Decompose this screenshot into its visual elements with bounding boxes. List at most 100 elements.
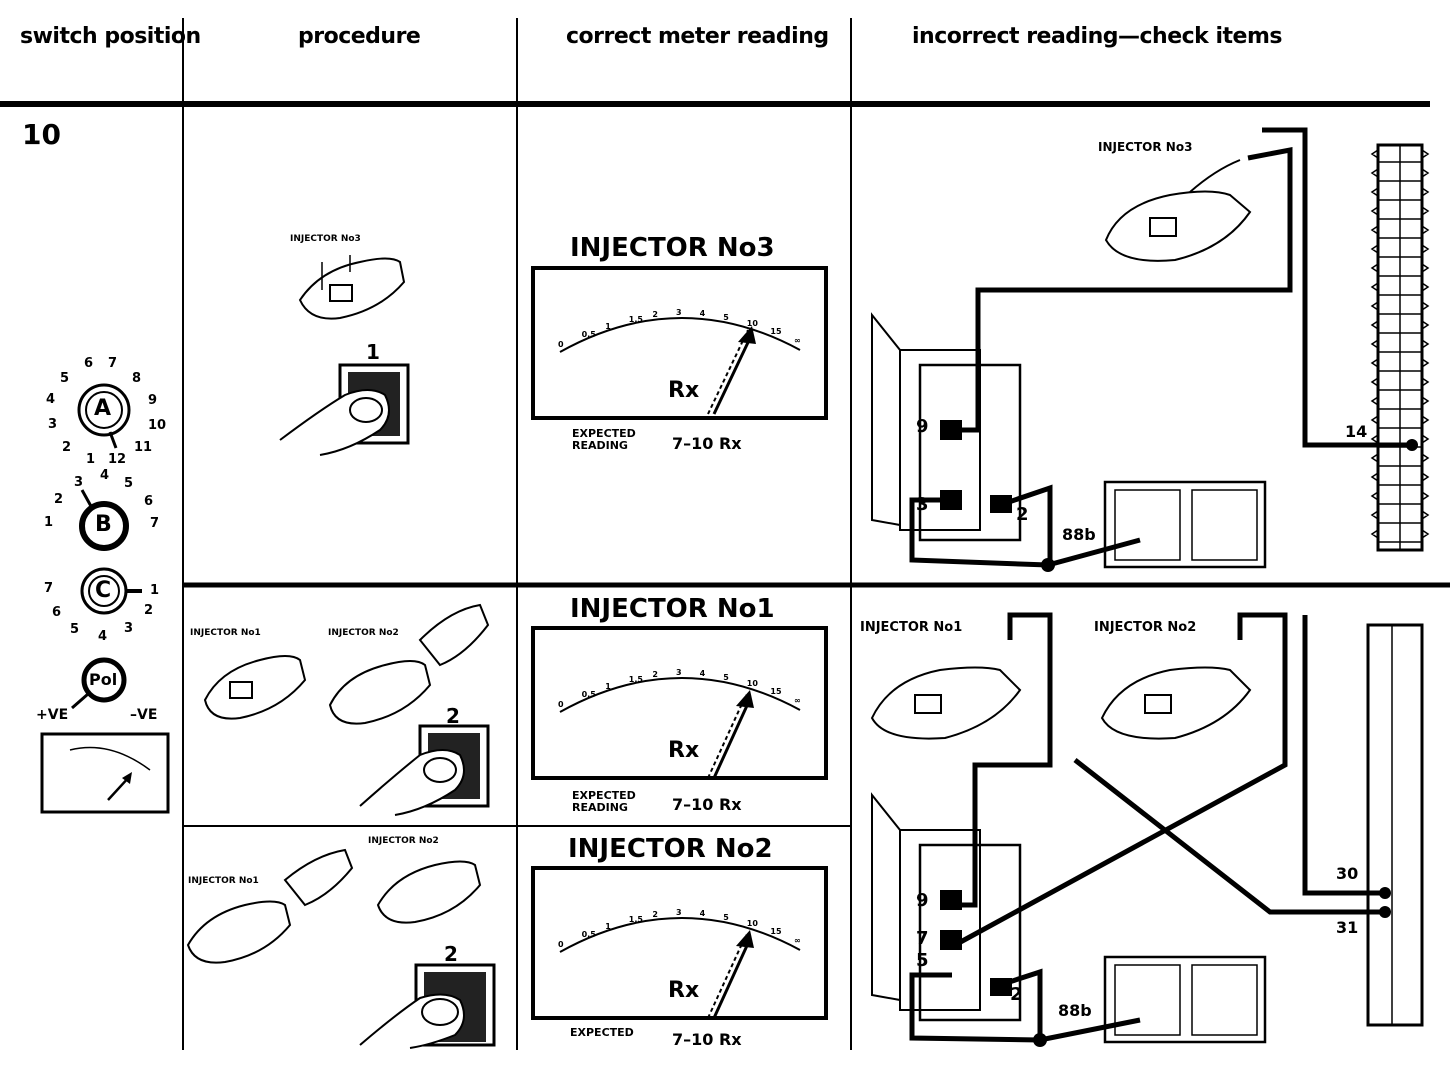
dial-b-num-5: 5: [124, 476, 134, 491]
meter-1-scale-tick: 1.5: [628, 314, 643, 324]
check-upper-pin-2: 2: [1016, 504, 1029, 525]
meter-2-value: 7–10 Rx: [672, 795, 742, 814]
check-lower-pin-9: 9: [916, 890, 929, 911]
meter-2-scale-tick: 1: [605, 681, 611, 691]
dial-a-num-1: 1: [86, 452, 96, 467]
terminal-strip-lower: [1366, 623, 1424, 1027]
injector-drawing-check-lower-a: [870, 666, 1022, 740]
injector-drawing-proc-3b: [376, 860, 482, 924]
wiring-upper: [909, 127, 1418, 572]
header-switch-position: switch position: [20, 24, 201, 49]
check-lower-pin-7: 7: [916, 928, 929, 949]
mini-meter: [40, 732, 170, 814]
meter-2-scale-tick: 3: [676, 668, 682, 677]
finger-drawing-1: [279, 389, 390, 456]
dial-c-num-6: 6: [52, 605, 62, 620]
dial-b-num-1: 1: [44, 515, 54, 530]
dial-a: [77, 383, 131, 449]
dial-b-num-4: 4: [100, 468, 110, 483]
proc-3-button-number: 2: [444, 942, 458, 966]
meter-1-scale-tick: ∞: [794, 336, 801, 345]
meter-1-scale-tick: 15: [770, 327, 782, 337]
meter-3-scale-tick: 1: [605, 921, 611, 931]
header-incorrect-reading: incorrect reading—check items: [912, 24, 1282, 49]
header-correct-meter-reading: correct meter reading: [566, 24, 829, 49]
injector-drawing-proc-2b: [328, 603, 490, 725]
check-upper-terminal-14: 14: [1345, 422, 1368, 441]
proc-2-injector-a-label: INJECTOR No1: [190, 628, 261, 638]
dial-a-num-5: 5: [60, 371, 70, 386]
pol-label: Pol: [89, 670, 118, 689]
injector-drawing-check-lower-b: [1100, 666, 1252, 740]
dial-a-num-12: 12: [108, 452, 127, 467]
dial-c-num-3: 3: [124, 621, 134, 636]
check-lower-relay-88b: 88b: [1058, 1001, 1092, 1020]
meter-1-scale-tick: 4: [699, 309, 706, 319]
injector-drawing-proc-3a: [186, 848, 354, 964]
meter-2-scale-tick: ∞: [794, 696, 801, 705]
dial-c-label: C: [95, 578, 112, 603]
meter-2-expected-line1: EXPECTED: [572, 789, 636, 802]
meter-3-scale-tick: 3: [676, 908, 682, 917]
step-number: 10: [22, 118, 61, 151]
meter-1-scale-tick: 10: [746, 319, 758, 329]
dial-a-num-7: 7: [108, 356, 118, 371]
meter-3-expected: EXPECTED: [570, 1026, 634, 1039]
meter-2-title: INJECTOR No1: [570, 594, 775, 624]
check-upper-pin-3: 3: [916, 494, 929, 515]
meter-1-scale-tick: 1: [605, 321, 611, 331]
meter-2-scale-tick: 1.5: [628, 674, 643, 684]
dial-a-num-11: 11: [134, 440, 153, 455]
meter-3-scale-tick: 1.5: [628, 914, 643, 924]
finger-drawing-3: [359, 993, 465, 1049]
dial-a-num-2: 2: [62, 440, 72, 455]
meter-3-scale-tick: 4: [699, 909, 706, 919]
meter-2-scale-tick: 0: [558, 700, 564, 709]
connector-88b-lower: [1103, 955, 1267, 1044]
dial-a-num-6: 6: [84, 356, 94, 371]
injector-drawing-proc-1: [298, 255, 406, 320]
wiring-lower: [909, 612, 1391, 1047]
proc-2-injector-b-label: INJECTOR No2: [328, 628, 399, 638]
dial-b-num-3: 3: [74, 475, 84, 490]
meter-1-scale-tick: 0: [558, 340, 564, 349]
meter-2-scale-tick: 15: [770, 687, 782, 697]
pol-minus-label: –VE: [130, 707, 158, 723]
dial-c-num-5: 5: [70, 622, 80, 637]
meter-3-scale-tick: 2: [652, 909, 658, 919]
meter-1-expected: EXPECTED READING: [572, 428, 636, 452]
meter-3-value: 7–10 Rx: [672, 1030, 742, 1049]
meter-3-scale-tick: ∞: [794, 936, 801, 945]
meter-3-scale-tick: 10: [746, 919, 758, 929]
dial-a-num-3: 3: [48, 417, 58, 432]
dial-c-num-7: 7: [44, 581, 54, 596]
proc-3-injector-b-label: INJECTOR No2: [368, 836, 439, 846]
dial-c-num-2: 2: [144, 603, 154, 618]
meter-2-scale-tick: 2: [652, 669, 658, 679]
dial-c-num-4: 4: [98, 629, 108, 644]
dial-b-num-6: 6: [144, 494, 154, 509]
meter-3-title: INJECTOR No2: [568, 834, 773, 864]
injector-drawing-proc-2a: [203, 655, 307, 720]
meter-1-scale-tick: 2: [652, 309, 658, 319]
finger-drawing-2: [359, 749, 465, 816]
check-lower-injector-b-label: INJECTOR No2: [1094, 620, 1197, 635]
meter-3-scale-tick: 0: [558, 940, 564, 949]
pol-plus-label: +VE: [36, 707, 69, 723]
dial-b: [79, 489, 129, 551]
dial-b-num-2: 2: [54, 492, 64, 507]
meter-1-scale-tick: 5: [723, 312, 729, 322]
proc-2-button-number: 2: [446, 704, 460, 728]
proc-1-injector-label: INJECTOR No3: [290, 234, 361, 244]
connector-88b-upper: [1103, 480, 1267, 569]
check-upper-pin-9: 9: [916, 416, 929, 437]
dial-b-num-7: 7: [150, 516, 160, 531]
meter-3-unit: Rx: [668, 978, 700, 1003]
meter-1-value: 7–10 Rx: [672, 434, 742, 453]
dial-a-num-10: 10: [148, 418, 167, 433]
meter-2-scale-tick: 4: [699, 669, 706, 679]
check-lower-terminal-30: 30: [1336, 864, 1359, 883]
dial-pol: [71, 657, 127, 710]
dial-a-num-9: 9: [148, 393, 158, 408]
